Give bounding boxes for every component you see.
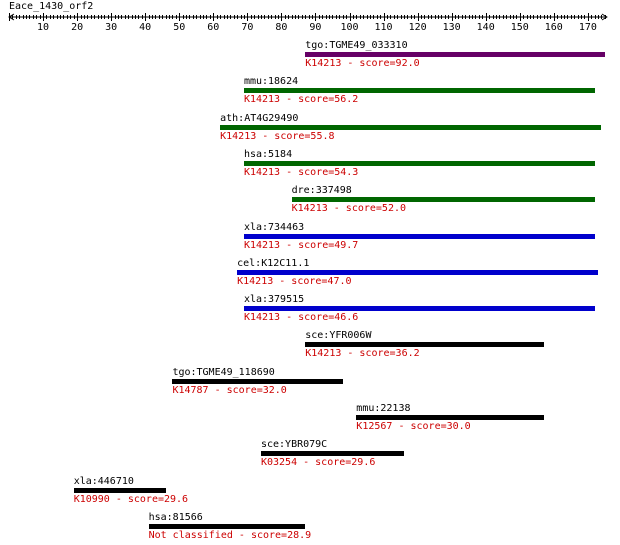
hit-gene-link[interactable]: tgo:TGME49_118690 — [172, 366, 275, 378]
hit-ko-score-link[interactable]: K14213 - score=92.0 — [305, 58, 420, 69]
ruler-arrow — [8, 13, 15, 21]
ruler-tick-label: 90 — [309, 22, 322, 33]
hit-bar — [243, 233, 595, 239]
hit-ko-score-link[interactable]: K14213 - score=52.0 — [291, 203, 406, 215]
ruler-tick-label: 60 — [207, 22, 220, 33]
hit-gene-link[interactable]: dre:337498 — [291, 185, 352, 197]
hit-ko-score-link[interactable]: K14787 - score=32.0 — [172, 384, 287, 396]
hit-gene-link[interactable]: mmu:18624 — [243, 76, 299, 88]
hit-bar — [243, 88, 595, 94]
query-name: Eace_1430_orf2 — [9, 1, 94, 12]
hit-gene-link[interactable]: tgo:TGME49_033310 — [305, 40, 408, 51]
hit-bar — [237, 269, 599, 275]
ruler-tick-label: 160 — [544, 22, 563, 33]
hit-ko-score-link[interactable]: K03254 - score=29.6 — [260, 457, 376, 469]
hit-ko-score-link[interactable]: K14213 - score=36.2 — [305, 348, 420, 360]
hit-ko-score-link[interactable]: K10990 - score=29.6 — [73, 493, 189, 505]
hit-gene-link[interactable]: hsa:81566 — [148, 511, 203, 523]
ruler-tick-label: 20 — [71, 22, 84, 33]
ruler-tick-label: 150 — [510, 22, 529, 33]
hit-gene-link[interactable]: xla:379515 — [243, 294, 305, 306]
hit-bar — [220, 124, 602, 130]
ruler-tick-label: 120 — [408, 22, 427, 33]
ruler-tick-label: 130 — [442, 22, 461, 33]
hit-gene-link[interactable]: ath:AT4G29490 — [220, 112, 299, 124]
hit-bar — [73, 487, 166, 493]
ruler-tick-label: 30 — [105, 22, 118, 33]
hit-bar — [305, 342, 544, 348]
hit-bar — [291, 197, 595, 203]
hit-ko-score-link[interactable]: K14213 - score=54.3 — [243, 166, 359, 178]
hit-gene-link[interactable]: sce:YFR006W — [305, 330, 372, 342]
hit-ko-score-link[interactable]: K14213 - score=55.8 — [220, 130, 335, 142]
hit-bar — [243, 160, 595, 166]
hit-bar — [148, 523, 306, 529]
ruler-tick-label: 40 — [139, 22, 152, 33]
ruler-tick-label: 140 — [476, 22, 495, 33]
ruler-tick-label: 80 — [275, 22, 288, 33]
hit-gene-link[interactable]: cel:K12C11.1 — [237, 257, 310, 269]
ruler-tick-label: 50 — [173, 22, 186, 33]
hit-gene-link[interactable]: mmu:22138 — [356, 403, 411, 414]
ruler-tick-label: 10 — [37, 22, 50, 33]
hit-bar — [260, 451, 404, 457]
ruler-tick-label: 70 — [241, 22, 254, 33]
hit-gene-link[interactable]: xla:446710 — [73, 475, 134, 487]
hit-ko-score-link[interactable]: K12567 - score=30.0 — [356, 421, 471, 432]
hit-ko-score-link[interactable]: K14213 - score=47.0 — [237, 275, 352, 287]
ruler-arrow — [601, 13, 608, 21]
hit-ko-score-link[interactable]: Not classified - score=28.9 — [148, 529, 312, 541]
hit-gene-link[interactable]: xla:734463 — [243, 221, 305, 233]
hit-gene-link[interactable]: hsa:5184 — [243, 148, 293, 160]
hit-ko-score-link[interactable]: K14213 - score=49.7 — [243, 239, 359, 251]
hit-bar — [243, 306, 595, 312]
hit-bar — [305, 52, 605, 57]
hit-gene-link[interactable]: sce:YBR079C — [260, 439, 328, 451]
sequence-ruler — [8, 13, 608, 21]
hit-bar — [172, 378, 343, 384]
hit-bar — [356, 415, 544, 420]
ruler-tick-label: 100 — [340, 22, 359, 33]
hit-ko-score-link[interactable]: K14213 - score=56.2 — [243, 94, 359, 106]
hit-ko-score-link[interactable]: K14213 - score=46.6 — [243, 312, 359, 324]
ruler-tick-label: 110 — [374, 22, 393, 33]
ruler-tick-label: 170 — [578, 22, 597, 33]
